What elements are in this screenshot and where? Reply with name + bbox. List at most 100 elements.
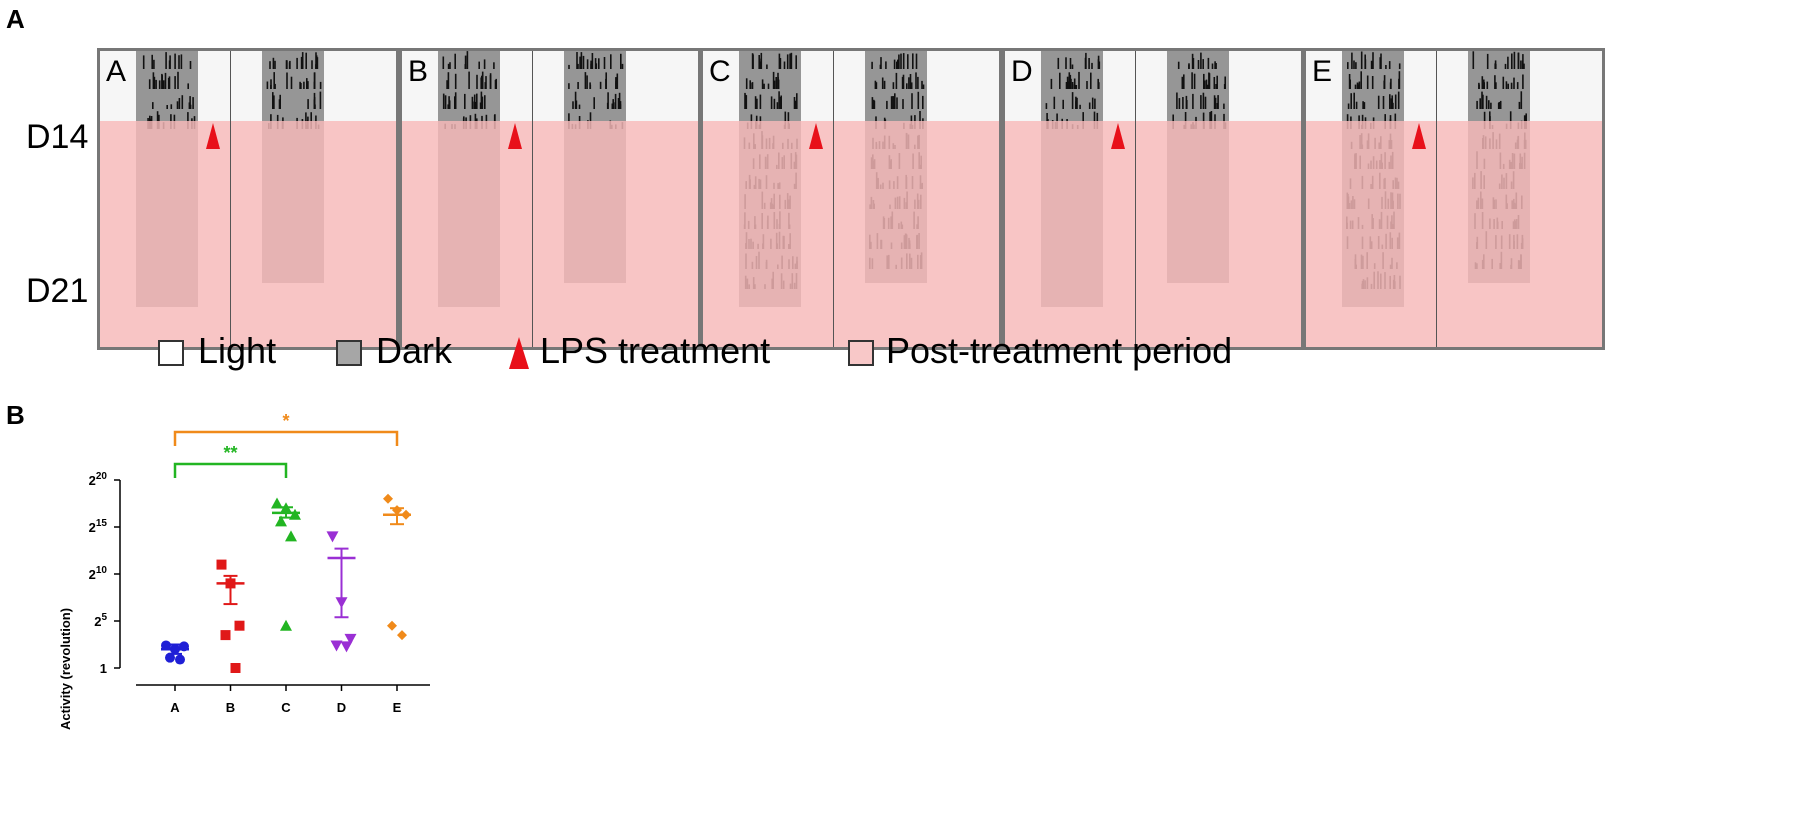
activity-bar <box>1507 83 1509 89</box>
activity-bar <box>795 55 797 69</box>
data-point <box>234 620 245 631</box>
activity-bar <box>1392 102 1394 109</box>
activity-bar <box>1214 61 1216 69</box>
data-point <box>161 640 171 651</box>
activity-bar <box>454 92 457 109</box>
activity-bar <box>315 52 317 69</box>
activity-bar <box>1479 98 1481 109</box>
activity-bar <box>1504 63 1507 69</box>
activity-bar <box>307 81 309 89</box>
activity-bar <box>1347 103 1350 109</box>
activity-bar <box>1356 82 1359 89</box>
activity-bar <box>188 102 191 109</box>
activity-bar <box>892 82 895 89</box>
activity-bar <box>1069 58 1072 69</box>
activity-bar <box>1188 63 1190 69</box>
data-point <box>344 633 357 645</box>
activity-bar <box>756 98 758 109</box>
data-point <box>289 508 301 520</box>
activity-bar <box>1355 62 1357 69</box>
activity-bar <box>1481 91 1483 109</box>
activity-bar <box>313 81 316 89</box>
activity-bar <box>909 74 912 89</box>
activity-bar <box>575 100 578 109</box>
activity-bar <box>166 105 168 109</box>
activity-bar <box>313 72 316 89</box>
data-point <box>383 493 393 504</box>
activity-bar <box>1204 96 1207 109</box>
activity-bar <box>1050 78 1053 89</box>
activity-bar <box>598 58 600 69</box>
activity-bar <box>1045 103 1048 109</box>
activity-bar <box>594 58 597 69</box>
activity-bar <box>1076 97 1078 109</box>
day-divider <box>833 51 834 347</box>
activity-bar <box>270 85 272 89</box>
activity-bar <box>449 62 451 69</box>
activity-bar <box>1481 76 1484 89</box>
activity-bar <box>1078 71 1080 89</box>
legend-dark-swatch <box>336 340 362 366</box>
activity-bar <box>296 57 298 69</box>
post-treatment-overlay <box>1005 121 1301 347</box>
activity-bar <box>1379 57 1381 69</box>
activity-bar <box>875 82 878 89</box>
activity-bar <box>890 96 893 109</box>
activity-bar <box>1197 60 1200 69</box>
activity-bar <box>796 93 798 109</box>
activity-bar <box>618 92 621 109</box>
activity-bar <box>1097 55 1100 69</box>
actogram-c: C <box>700 48 1002 350</box>
activity-bar <box>1505 81 1508 89</box>
activity-bar <box>489 75 492 89</box>
lps-treatment-triangle-icon <box>1412 123 1426 149</box>
activity-bar <box>274 60 276 69</box>
activity-bar <box>1472 51 1475 69</box>
activity-bar <box>1377 95 1380 109</box>
day-divider <box>1436 51 1437 347</box>
activity-bar <box>621 63 624 69</box>
activity-bar <box>1353 92 1355 109</box>
activity-bar <box>1488 100 1490 109</box>
activity-bar <box>1354 84 1357 89</box>
activity-bar <box>1517 52 1520 69</box>
activity-bar <box>189 61 192 69</box>
y-tick-label: 215 <box>89 518 108 535</box>
activity-bar <box>444 95 447 109</box>
y-axis-label: Activity (revolution) <box>58 608 73 730</box>
activity-bar <box>1397 91 1400 109</box>
actogram-label: D <box>1011 55 1033 88</box>
activity-bar <box>894 93 896 109</box>
activity-bar <box>1193 73 1196 89</box>
activity-bar <box>1192 58 1195 69</box>
activity-bar <box>1205 79 1208 89</box>
activity-bar <box>1371 76 1374 89</box>
activity-bar <box>580 52 583 69</box>
activity-bar <box>1075 101 1077 109</box>
activity-bar <box>1202 59 1204 69</box>
activity-bar <box>1510 82 1513 89</box>
data-point <box>387 620 397 631</box>
activity-bar <box>153 59 155 69</box>
activity-bar <box>1200 52 1202 69</box>
activity-bar <box>170 104 173 109</box>
y-tick-label: 220 <box>89 471 108 488</box>
activity-bar <box>793 97 796 109</box>
activity-bar <box>1176 92 1178 109</box>
activity-bar <box>1360 51 1363 69</box>
activity-bar <box>152 102 154 109</box>
activity-bar <box>1184 112 1187 129</box>
activity-bar <box>442 56 445 69</box>
activity-bar <box>1483 79 1485 89</box>
activity-bar <box>316 57 319 69</box>
legend-light-swatch <box>158 340 184 366</box>
activity-bar <box>1211 63 1214 69</box>
activity-bar <box>577 82 579 89</box>
activity-bar <box>479 102 482 109</box>
activity-bar <box>615 83 617 89</box>
activity-bar <box>902 74 905 89</box>
activity-bar <box>1098 82 1100 89</box>
day-divider <box>532 51 533 347</box>
activity-bar <box>181 95 184 109</box>
